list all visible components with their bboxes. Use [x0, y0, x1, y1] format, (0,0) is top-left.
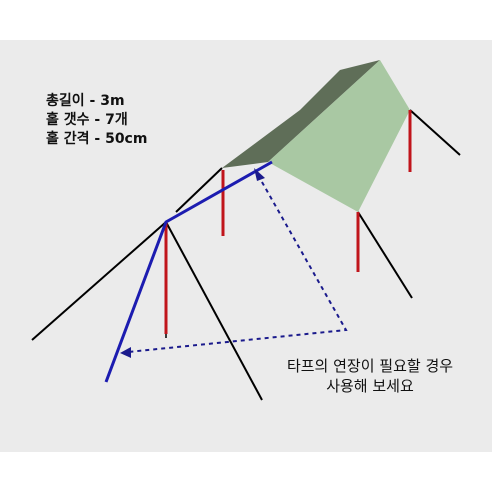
arrowhead-top	[254, 168, 265, 181]
tarp-light-panel	[268, 60, 410, 212]
caption-line-2: 사용해 보세요	[326, 377, 414, 395]
guy-line	[357, 211, 413, 299]
caption-line-1: 타프의 연장이 필요할 경우	[286, 357, 454, 375]
guy-line	[409, 109, 461, 156]
top-margin	[0, 0, 492, 40]
guy-line	[175, 167, 223, 213]
usage-caption: 타프의 연장이 필요할 경우 사용해 보세요	[270, 356, 470, 396]
bottom-margin	[0, 452, 492, 492]
guy-line	[31, 221, 167, 341]
spec-list: 총길이 - 3m 홀 갯수 - 7개 홀 간격 - 50cm	[46, 92, 147, 149]
spec-total-length: 총길이 - 3m	[46, 93, 125, 109]
dotted-arrow-path	[127, 174, 348, 353]
guy-line	[165, 221, 263, 401]
arrowhead-left	[120, 347, 131, 358]
spec-hole-spacing: 홀 간격 - 50cm	[46, 131, 148, 147]
spec-hole-count: 홀 갯수 - 7개	[46, 112, 128, 128]
extension-cord	[104, 160, 273, 383]
tarp-dark-panel	[222, 60, 380, 168]
